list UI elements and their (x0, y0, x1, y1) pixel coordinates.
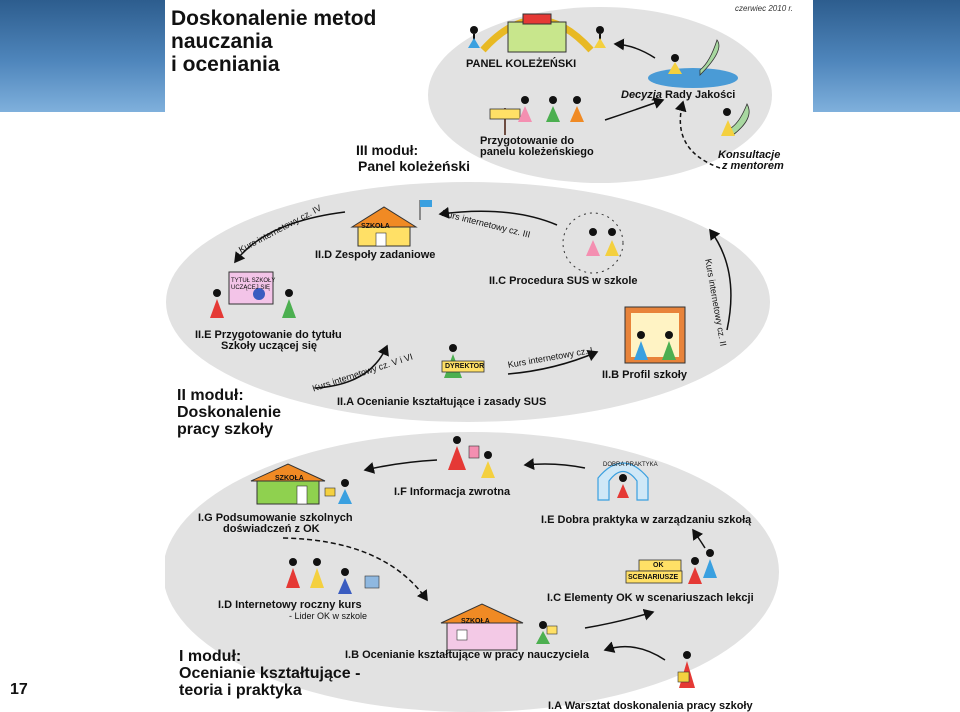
m2-sign-director: DYREKTOR (445, 363, 485, 370)
arrow-prep-to-decision (604, 97, 665, 121)
slide-page-number: 17 (10, 681, 28, 698)
m3-decision-label: Decyzja Rady Jakości (621, 89, 735, 101)
arrow-course3 (438, 206, 558, 226)
director-figure-icon (441, 344, 485, 378)
m1-F-label: I.F Informacja zwrotna (394, 486, 511, 498)
angel-icon (648, 39, 750, 136)
m2-heading-line1: II moduł: (177, 387, 244, 404)
arch-icon (597, 462, 649, 501)
m3-prep-line1: Przygotowanie do (480, 135, 575, 147)
m1-sign-practice: DOBRA PRAKTYKA (603, 462, 658, 468)
m2-sign-school: SZKOŁA (361, 223, 390, 230)
m3-panel-label: PANEL KOLEŻEŃSKI (466, 58, 577, 70)
computer-icon (286, 558, 380, 594)
m1-D-line1: I.D Internetowy roczny kurs (218, 599, 362, 611)
m2-D-label: II.D Zespoły zadaniowe (315, 249, 436, 261)
poster-title-line2: nauczania (171, 30, 273, 53)
m2-B-label: II.B Profil szkoły (602, 369, 687, 381)
arrow-C-to-E (692, 528, 706, 549)
m1-D-line2: - Lider OK w szkole (289, 611, 368, 621)
m3-decision-italic: Decyzja (621, 89, 662, 101)
m1-sign-school: SZKOŁA (275, 475, 304, 482)
m1-heading-line1: I moduł: (179, 648, 242, 665)
m2-sign-title-line2: UCZĄCEJ SIĘ (231, 285, 271, 291)
m2-E-line2: Szkoły uczącej się (221, 340, 317, 352)
arrow-E-to-F (523, 458, 586, 471)
m1-C-label: I.C Elementy OK w scenariuszach lekcji (547, 592, 754, 604)
m3-decision-rest: Rady Jakości (665, 89, 736, 101)
arch-icon (480, 13, 594, 53)
m1-heading-line2: Ocenianie kształtujące - (179, 665, 361, 682)
scenario-sign-icon (625, 549, 717, 584)
arrow-course4 (234, 211, 346, 264)
arrow-consult-to-decision (674, 100, 721, 169)
flag-icon (419, 200, 432, 220)
m1-B-label: I.B Ocenianie kształtujące w pracy naucz… (345, 649, 589, 661)
m2-heading-line2: Doskonalenie (177, 404, 282, 421)
m3-consult-line1: Konsultacje (718, 149, 781, 161)
house-icon (250, 463, 352, 505)
arrow-course56 (314, 344, 389, 389)
house-icon (440, 603, 558, 651)
poster-date: czerwiec 2010 r. (735, 4, 793, 13)
m3-prep-line2: panelu koleżeńskiego (480, 146, 594, 158)
m1-sign-ok: OK (653, 562, 664, 569)
m1-G-line1: I.G Podsumowanie szkolnych (198, 512, 353, 524)
m1-sign-scenarios: SCENARIUSZE (628, 574, 679, 581)
person-figure-icon (677, 651, 695, 688)
m1-G-line2: doświadczeń z OK (223, 523, 320, 535)
m2-E-line1: II.E Przygotowanie do tytułu (195, 329, 342, 341)
m1-sign-school-2: SZKOŁA (461, 618, 490, 625)
title-board-icon (210, 271, 296, 318)
poster-title-line3: i oceniania (171, 53, 280, 76)
m2-C-label: II.C Procedura SUS w szkole (489, 275, 638, 287)
m3-heading-line1: III moduł: (356, 142, 419, 158)
arrow-decision-to-panel (613, 38, 656, 59)
m2-heading-line3: pracy szkoły (177, 421, 274, 438)
feedback-figures-icon (448, 436, 495, 478)
poster-title-line1: Doskonalenie metod (171, 7, 377, 30)
m1-A-label: I.A Warsztat doskonalenia pracy szkoły (548, 700, 753, 712)
arrow-A-to-B (603, 641, 666, 661)
person-figure-icon (468, 26, 606, 48)
arrow-course2 (709, 228, 732, 331)
m2-A-label: II.A Ocenianie kształtujące i zasady SUS (337, 396, 547, 408)
m3-consult-line2: z mentorem (722, 160, 784, 172)
signpost-icon (489, 96, 584, 135)
arrow-F-to-G (363, 459, 438, 474)
arrow-B-to-C (584, 608, 655, 629)
m1-heading-line3: teoria i praktyka (179, 682, 302, 699)
easel-icon (624, 306, 686, 364)
arrow-course1 (507, 350, 599, 375)
diagram-graphics (165, 7, 779, 712)
m1-E-label: I.E Dobra praktyka w zarządzaniu szkołą (541, 514, 752, 526)
module2-ellipse (166, 182, 770, 422)
arrow-G-to-D (282, 537, 428, 602)
person-figure-icon (562, 212, 624, 274)
poster: Doskonalenie metod nauczania i oceniania… (165, 0, 813, 712)
house-icon (350, 206, 418, 247)
m2-sign-title-line1: TYTUŁ SZKOŁY (231, 278, 276, 284)
m3-heading-line2: Panel koleżeński (358, 158, 471, 174)
